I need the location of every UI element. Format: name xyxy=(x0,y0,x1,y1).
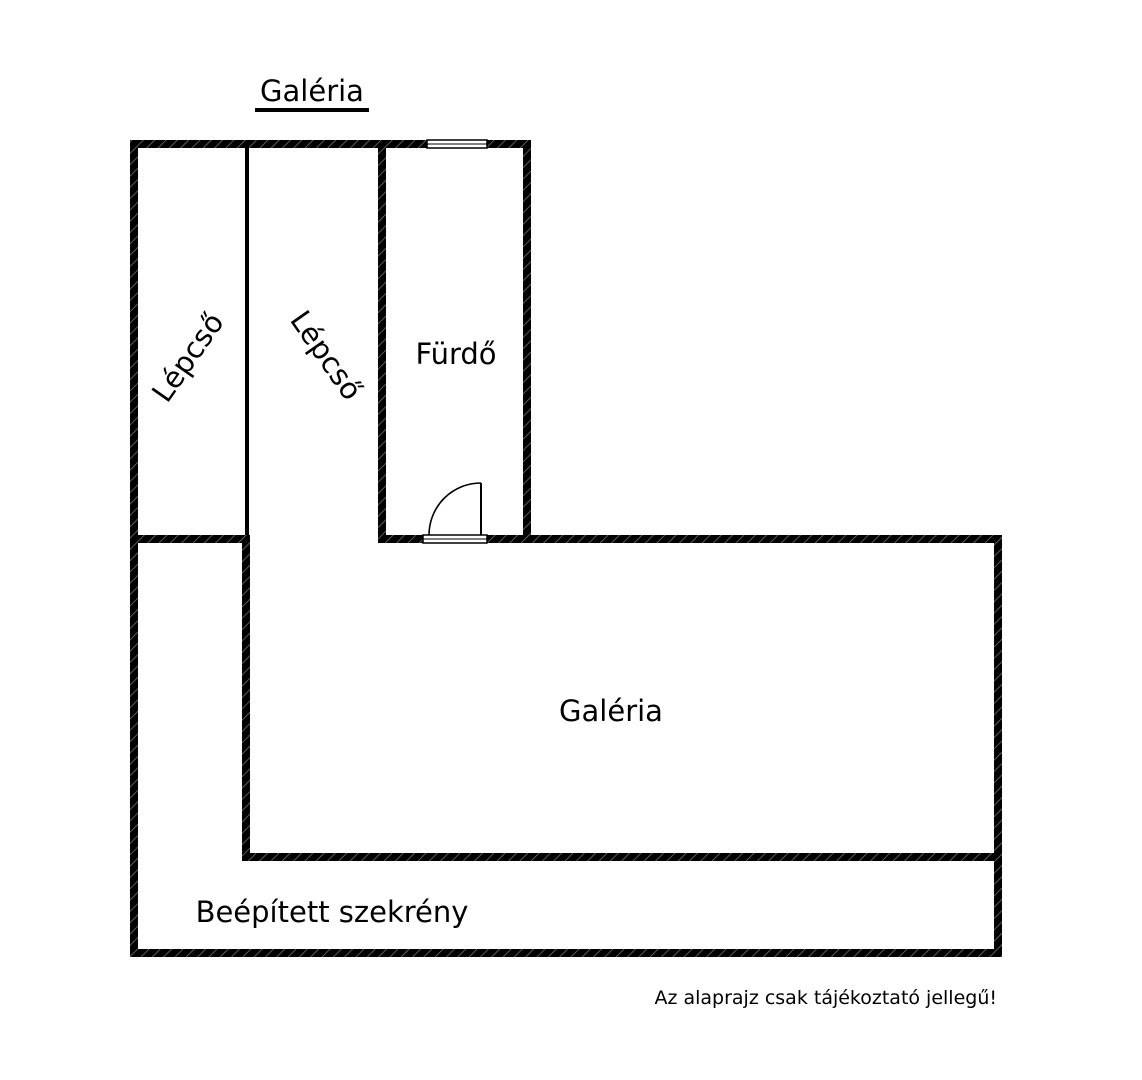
wall-stair-bottom xyxy=(130,535,250,543)
wall-stair-divider xyxy=(245,146,249,538)
wall-gallery-left xyxy=(242,535,250,861)
disclaimer-note: Az alaprajz csak tájékoztató jellegű! xyxy=(654,987,997,1009)
wall-bath-bottom-right xyxy=(487,535,531,543)
wall-gallery-top xyxy=(523,535,1002,543)
wall-left xyxy=(130,140,138,957)
wall-bath-left xyxy=(378,140,386,543)
door-bathroom[interactable] xyxy=(428,482,482,536)
wall-right xyxy=(994,535,1002,957)
room-label-gallery: Galéria xyxy=(559,694,663,728)
wall-bath-bottom-left xyxy=(378,535,423,543)
room-label-bathroom: Fürdő xyxy=(415,337,496,371)
room-label-stair-middle: Lépcső xyxy=(283,304,369,406)
wall-bottom xyxy=(130,949,1002,957)
wall-wardrobe-top xyxy=(242,853,1002,861)
wall-bath-right xyxy=(523,140,531,543)
room-label-stair-left: Lépcső xyxy=(145,306,231,408)
plan-title: Galéria xyxy=(260,74,364,108)
wall-top-left xyxy=(130,140,427,148)
title-underline xyxy=(255,108,369,112)
room-label-wardrobe: Beépített szekrény xyxy=(196,895,469,929)
window-top xyxy=(426,139,488,149)
walls xyxy=(130,139,1002,957)
door-opening-bath xyxy=(422,534,488,544)
wall-top-right xyxy=(487,140,531,148)
